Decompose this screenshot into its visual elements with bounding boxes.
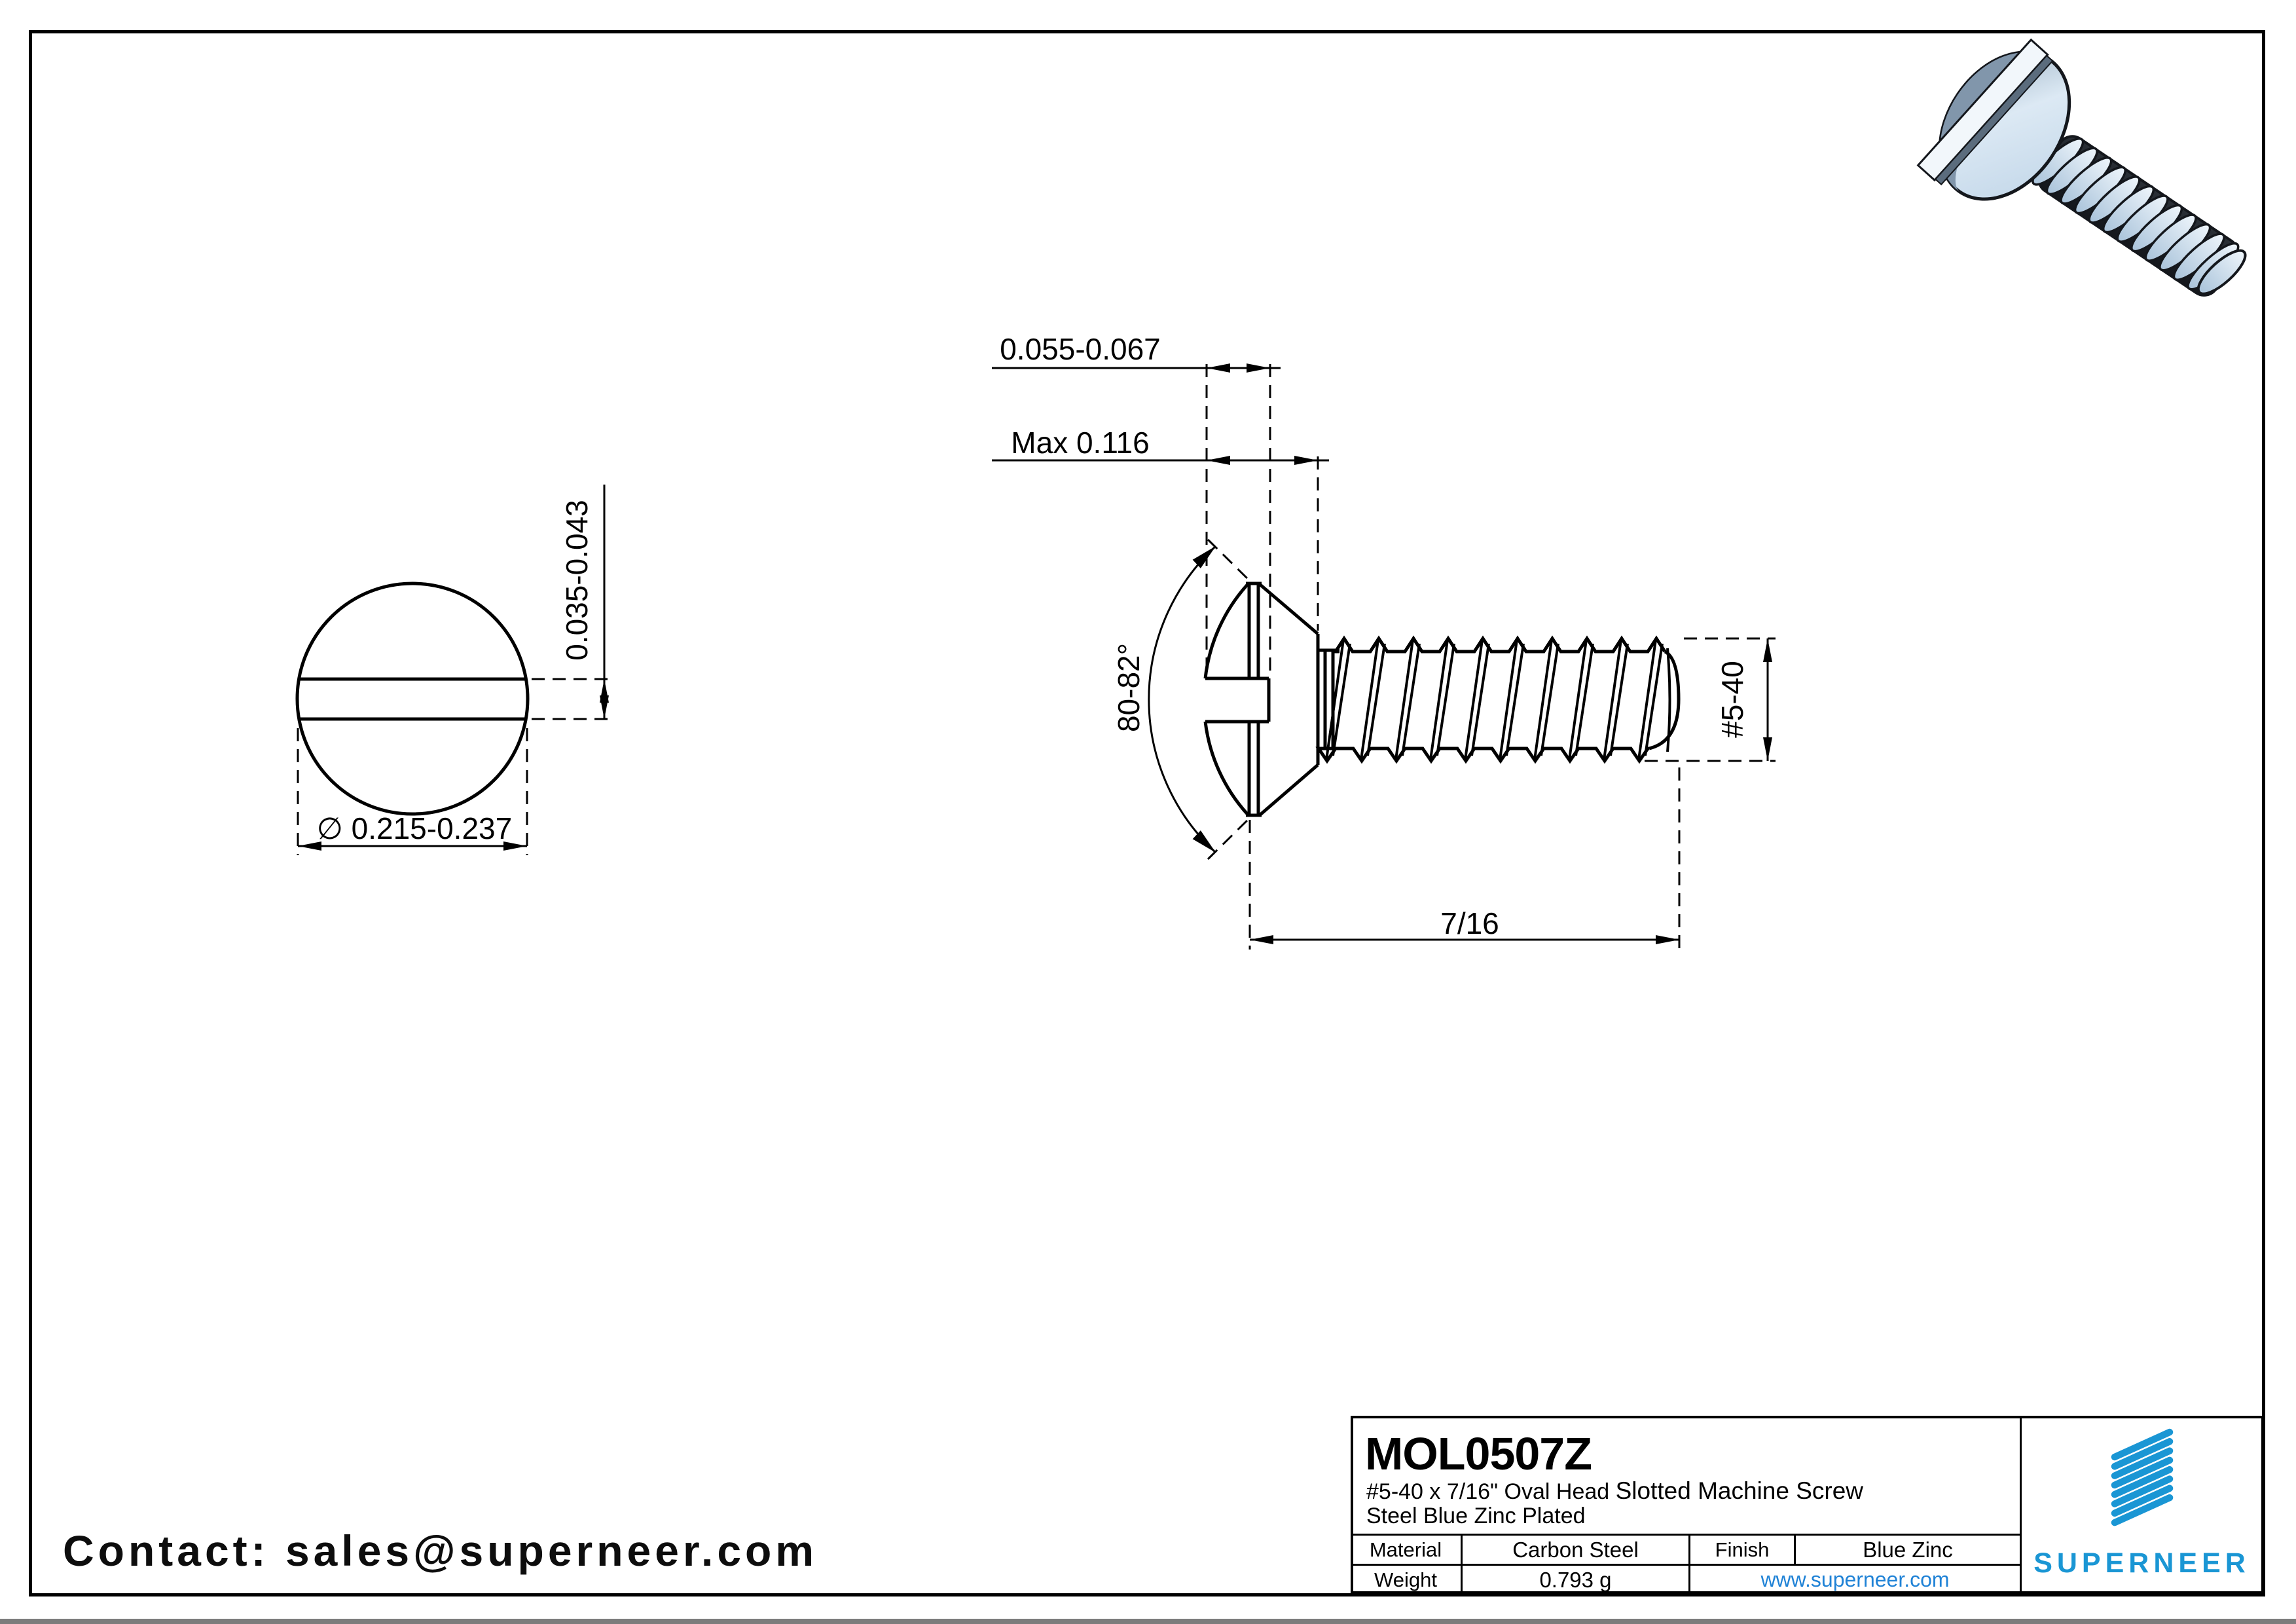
head-angle-dim-text: 80-82° xyxy=(1112,643,1146,732)
thread-end xyxy=(1649,648,1681,752)
head-height-dimension xyxy=(992,456,1329,631)
thread-pattern xyxy=(1315,635,1667,764)
finish-value-cell: Blue Zinc xyxy=(1863,1537,1953,1562)
part-number: MOL0507Z xyxy=(1365,1428,1592,1479)
contact-email-line: Contact: sales@superneer.com xyxy=(63,1526,818,1575)
front-view: 0.035-0.043 ∅ 0.215-0.237 xyxy=(295,485,615,855)
slot-width-dimension xyxy=(532,485,615,720)
slot-depth-dimension xyxy=(992,363,1281,676)
title-block-line xyxy=(2020,1416,2022,1594)
part-description-main: #5-40 x 7/16" Oval Head xyxy=(1366,1479,1616,1504)
brand-name: SUPERNEER xyxy=(2033,1547,2250,1579)
thread-spec-dimension xyxy=(1645,637,1776,762)
side-view-head xyxy=(1203,581,1339,817)
slot-width-dim-text: 0.035-0.043 xyxy=(560,500,594,661)
thread-spec-dim-text: #5-40 xyxy=(1715,661,1749,738)
side-view: 0.055-0.067 Max 0.116 80-82° #5-40 xyxy=(992,332,1776,950)
title-block xyxy=(1351,1416,2264,1594)
title-block-line xyxy=(1351,1564,2020,1566)
head-angle-dimension xyxy=(1148,538,1253,860)
head-diameter-dimension xyxy=(297,728,528,855)
website-link[interactable]: www.superneer.com xyxy=(1760,1568,1950,1591)
part-description-line2: Steel Blue Zinc Plated xyxy=(1366,1504,1586,1528)
bottom-edge-bar xyxy=(0,1619,2296,1624)
part-description-line1: #5-40 x 7/16" Oval Head Slotted Machine … xyxy=(1366,1477,1863,1505)
slot-depth-dim-text: 0.055-0.067 xyxy=(1000,332,1161,366)
length-dimension xyxy=(1248,767,1681,950)
screw-3d-image xyxy=(1916,38,2247,297)
material-label-cell: Material xyxy=(1369,1538,1442,1561)
weight-label-cell: Weight xyxy=(1374,1568,1437,1591)
title-block-line xyxy=(1461,1534,1463,1594)
brand-logo xyxy=(2111,1428,2174,1526)
material-value-cell: Carbon Steel xyxy=(1512,1537,1639,1562)
page-border-frame xyxy=(29,30,2265,1596)
title-block-line xyxy=(1688,1534,1690,1594)
weight-value-cell: 0.793 g xyxy=(1539,1567,1612,1592)
finish-label-cell: Finish xyxy=(1715,1538,1770,1561)
head-outline-circle xyxy=(295,581,530,816)
length-dim-text: 7/16 xyxy=(1440,906,1499,940)
head-diameter-dim-text: ∅ 0.215-0.237 xyxy=(317,811,512,845)
screw-3d-threads xyxy=(2032,138,2240,291)
part-description-main2: Slotted Machine Screw xyxy=(1615,1477,1864,1504)
title-block-line xyxy=(1351,1534,2020,1536)
title-block-line xyxy=(1794,1534,1796,1564)
head-height-dim-text: Max 0.116 xyxy=(1011,426,1149,460)
